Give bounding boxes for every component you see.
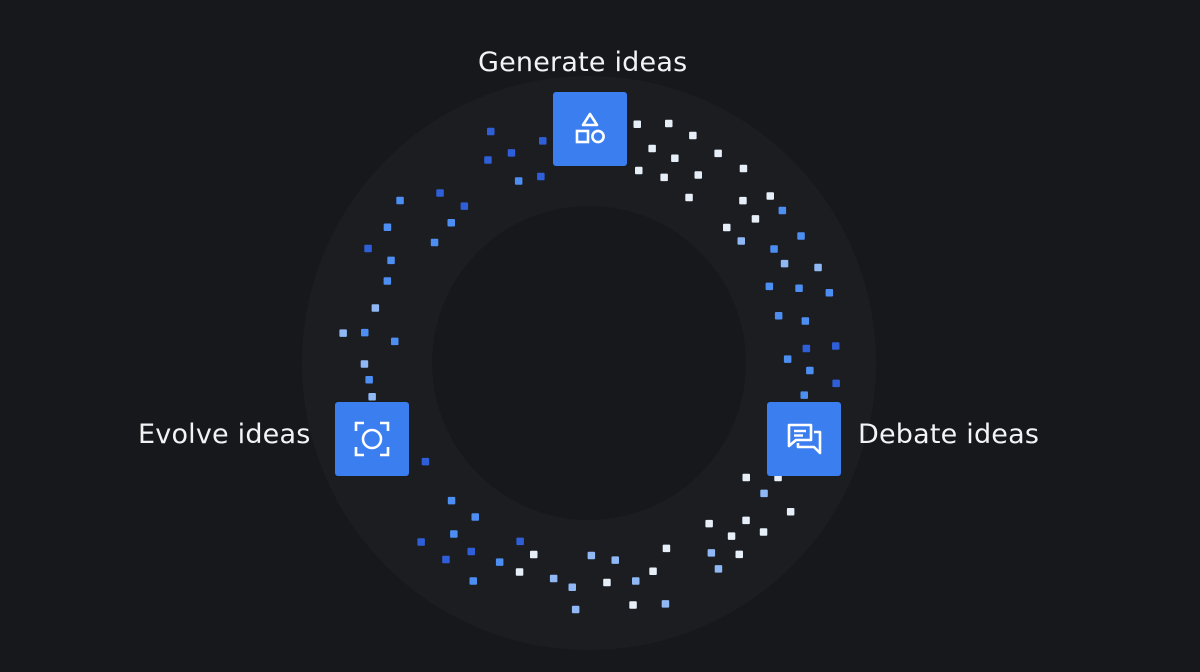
ring-dot xyxy=(487,127,495,136)
debate-ideas-label: Debate ideas xyxy=(858,419,1040,450)
ring-dot xyxy=(515,568,524,576)
ring-dot xyxy=(800,391,808,399)
ring-dot xyxy=(360,360,369,368)
evolve-ideas-label: Evolve ideas xyxy=(138,419,311,450)
ring-dot xyxy=(795,284,803,292)
ring-dot xyxy=(365,376,373,384)
ring-dot xyxy=(665,119,673,128)
ring-dot xyxy=(801,317,810,325)
ring-dot xyxy=(368,393,376,401)
ring-dot xyxy=(514,177,523,185)
ring-dot xyxy=(364,244,372,253)
ring-dot xyxy=(662,544,671,553)
ring-dot xyxy=(635,166,643,175)
ring-dot xyxy=(371,304,380,312)
ring-dot xyxy=(539,137,547,145)
ring-dot xyxy=(707,549,716,557)
ring-dot xyxy=(737,237,745,245)
ring-dot xyxy=(770,245,778,253)
ring-dot xyxy=(727,532,736,540)
ring-dot xyxy=(507,149,516,157)
ring-dot xyxy=(417,538,425,546)
ring-dot xyxy=(391,337,399,346)
ring-dot xyxy=(383,277,392,285)
ring-dot xyxy=(603,578,611,587)
ring-dot xyxy=(648,144,656,153)
ring-dot xyxy=(806,366,814,375)
ring-dot xyxy=(447,496,456,505)
ring-dot xyxy=(739,196,747,205)
ring-dot xyxy=(832,379,840,388)
ring-dot xyxy=(714,149,722,158)
ring-dot xyxy=(436,189,444,197)
ring-dot xyxy=(568,583,576,591)
generate-ideas-node[interactable] xyxy=(553,92,627,166)
ring-dot xyxy=(469,577,477,585)
evolve-ideas-node[interactable] xyxy=(335,402,409,476)
ring-dot xyxy=(765,282,774,291)
ring-dot xyxy=(649,567,657,575)
ring-dot xyxy=(751,215,760,223)
ring-dot xyxy=(814,263,822,272)
ring-dot xyxy=(361,328,369,337)
focus-frame-icon xyxy=(354,421,390,457)
ring-dot xyxy=(797,232,805,240)
ring-dot xyxy=(802,344,811,353)
generate-ideas-label: Generate ideas xyxy=(478,47,688,78)
ring-dot xyxy=(460,202,469,210)
ring-dot xyxy=(714,565,723,573)
ring-dot xyxy=(571,605,580,614)
ring-dot xyxy=(632,577,640,585)
ring-dot xyxy=(587,551,596,560)
ring-dot xyxy=(537,172,545,181)
ring-dot xyxy=(766,192,774,200)
ring-dot xyxy=(495,558,504,566)
ring-dot xyxy=(778,206,787,215)
ring-dot xyxy=(442,555,450,564)
ring-dot xyxy=(786,508,795,516)
ring-dot xyxy=(671,154,679,162)
ring-dot xyxy=(742,516,750,525)
ring-dot xyxy=(825,289,834,297)
ring-dot xyxy=(694,171,702,179)
dot-ring xyxy=(339,119,840,614)
ring-dot xyxy=(530,550,538,559)
ring-dot xyxy=(387,256,395,265)
ring-dot xyxy=(739,164,748,173)
ring-dot xyxy=(660,173,668,182)
ring-dot xyxy=(611,556,619,564)
ring-dot xyxy=(774,312,783,320)
ring-dot xyxy=(396,196,404,205)
ring-dot xyxy=(685,193,693,202)
ring-dot xyxy=(723,223,731,232)
ring-dot xyxy=(633,120,641,128)
shapes-icon xyxy=(575,112,605,144)
ring-dot xyxy=(780,259,789,268)
ring-dot xyxy=(735,550,743,559)
ring-dot xyxy=(832,342,840,350)
ring-dot xyxy=(516,537,524,546)
ring-dot xyxy=(661,600,670,608)
debate-ideas-node[interactable] xyxy=(767,402,841,476)
ring-dot xyxy=(549,574,558,583)
ring-dot xyxy=(484,156,492,164)
ring-dot xyxy=(447,219,455,227)
ring-dot xyxy=(759,528,768,536)
ring-dot xyxy=(471,513,479,521)
ring-dot xyxy=(705,519,713,528)
ring-dot xyxy=(421,457,430,466)
ring-dot xyxy=(760,489,768,498)
ring-dot xyxy=(742,473,750,482)
ring-dot xyxy=(467,547,475,556)
ring-dot xyxy=(629,601,637,609)
ring-dot xyxy=(450,530,458,538)
chat-bubbles-icon xyxy=(787,423,822,455)
ring-dot xyxy=(383,223,392,231)
ring-dot xyxy=(430,238,439,247)
ring-dot xyxy=(339,329,347,337)
ring-dot xyxy=(689,131,697,140)
ring-dot xyxy=(783,355,792,363)
